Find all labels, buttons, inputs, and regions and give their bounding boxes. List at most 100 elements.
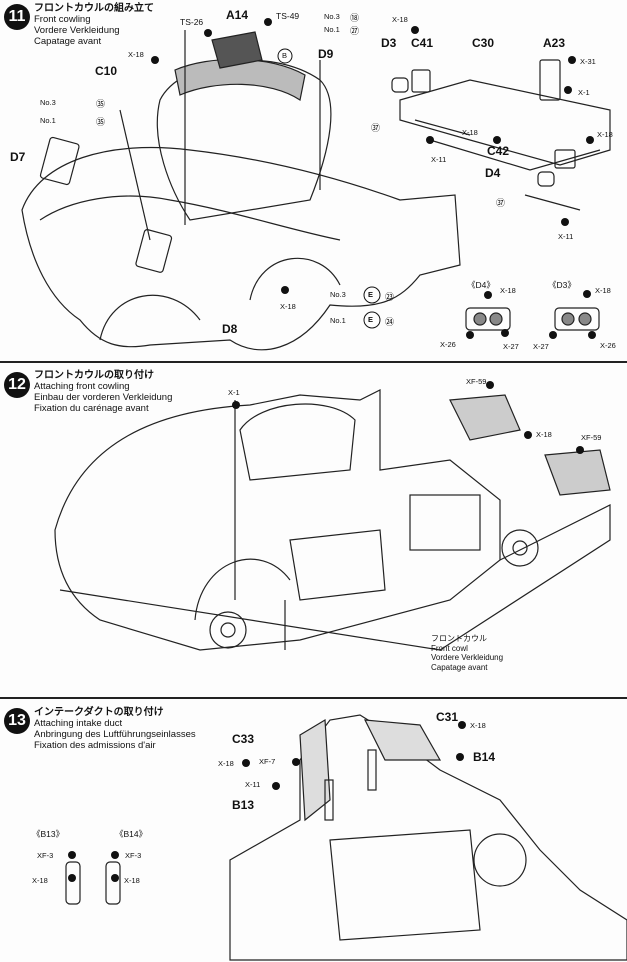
- step-title-fr: Fixation du carénage avant: [34, 403, 149, 414]
- screw-label: X-18: [32, 876, 48, 885]
- screw-icon: [568, 56, 576, 64]
- step-title-de: Einbau der vorderen Verkleidung: [34, 392, 173, 403]
- step-title-block: フロントカウルの組み立て Front cowling Vordere Verkl…: [34, 3, 154, 47]
- part-label: C31: [436, 710, 459, 724]
- part-c42-unit: [554, 149, 576, 169]
- paint-label: No.1: [40, 116, 56, 125]
- screw-label: X-18: [462, 128, 478, 137]
- part-label: A23: [543, 36, 566, 50]
- screw-icon: [411, 26, 419, 34]
- part-label: C30: [472, 36, 495, 50]
- front-cowl-outline: [21, 147, 461, 351]
- screw-icon: [588, 331, 596, 339]
- step-title-de: Anbringung des Luftführungseinlasses: [34, 729, 196, 740]
- screw-label: X-1: [228, 388, 240, 397]
- mark-letter: E: [368, 290, 374, 299]
- step-title-en: Front cowling: [34, 14, 91, 25]
- cockpit-outline: [239, 403, 356, 481]
- callout-caption: フロントカウル Front cowl Vordere Verkleidung C…: [431, 634, 503, 672]
- screw-icon: [68, 851, 76, 859]
- mark-letter: B: [282, 51, 288, 60]
- screw-icon: [111, 851, 119, 859]
- screw-label: X-1: [578, 88, 590, 97]
- mark-circle: [277, 48, 293, 64]
- screw-icon: [68, 874, 76, 882]
- screw-icon: [501, 329, 509, 337]
- screw-icon: [484, 291, 492, 299]
- detail-d3-plate: [554, 307, 600, 331]
- part-label: B14: [473, 750, 496, 764]
- rear-wheel-hub: [512, 540, 528, 556]
- paint-number: ㊲: [371, 123, 381, 133]
- part-label: D9: [318, 47, 334, 61]
- engine-detail: [289, 529, 386, 601]
- section-divider: [0, 361, 627, 363]
- paint-label: XF-3: [37, 851, 54, 860]
- step-title-de: Vordere Verkleidung: [34, 25, 120, 36]
- step-number-badge: 13: [4, 708, 30, 734]
- mark-circle: [363, 286, 381, 304]
- screw-icon: [524, 431, 532, 439]
- detail-title: 《D3》: [548, 280, 576, 290]
- caption-fr: Capatage avant: [431, 662, 488, 672]
- air-intake-a14: [211, 31, 263, 69]
- front-wheel: [209, 611, 247, 649]
- screw-icon: [281, 286, 289, 294]
- step-title-jp: フロントカウルの取り付け: [34, 370, 154, 381]
- part-label: D4: [485, 166, 501, 180]
- stay-bar: [414, 119, 471, 136]
- step-title-en: Attaching front cowling: [34, 381, 130, 392]
- detail-d4-hole: [489, 312, 503, 326]
- screw-icon: [232, 401, 240, 409]
- screw-label: TS-49: [276, 11, 300, 21]
- paint-number: ㉓: [385, 292, 395, 302]
- wheel-arch-rear: [249, 257, 341, 301]
- detail-title: 《D4》: [467, 280, 495, 290]
- screw-label: TS-26: [180, 17, 204, 27]
- caption-jp: フロントカウル: [431, 634, 487, 643]
- step-title-block: インテークダクトの取り付け Attaching intake duct Anbr…: [34, 707, 196, 751]
- screw-icon: [576, 446, 584, 454]
- rear-wing-lower: [429, 139, 601, 171]
- step-title-block: フロントカウルの取り付け Attaching front cowling Ein…: [34, 370, 172, 414]
- detail-d4-plate: [465, 307, 511, 331]
- screw-icon: [111, 874, 119, 882]
- paint-number: ㉗: [350, 26, 360, 36]
- front-wheel-arch: [194, 558, 291, 621]
- step-title-jp: フロントカウルの組み立て: [34, 3, 154, 14]
- detail-d4-hole: [473, 312, 487, 326]
- detail-d3-hole: [561, 312, 575, 326]
- step-number-badge: 11: [4, 4, 30, 30]
- floor-panel: [59, 504, 611, 651]
- part-c41-unit: [411, 69, 431, 93]
- screw-icon: [586, 136, 594, 144]
- paint-number: ㉔: [385, 317, 395, 327]
- paint-number: ⑱: [350, 13, 360, 23]
- screw-label: X-18: [280, 302, 296, 311]
- side-panel: [409, 494, 481, 551]
- detail-b13-tube: [65, 861, 81, 905]
- step-title-fr: Capatage avant: [34, 36, 102, 47]
- wheel-outline: [473, 833, 527, 887]
- part-label: D3: [381, 36, 397, 50]
- cowl-inner-line: [39, 195, 341, 241]
- pipe-b14: [367, 749, 377, 791]
- screw-icon: [456, 753, 464, 761]
- screw-icon: [466, 331, 474, 339]
- screw-label: X-18: [470, 721, 486, 730]
- part-label: D8: [222, 322, 238, 336]
- part-a23-unit: [539, 59, 561, 101]
- screw-icon: [204, 29, 212, 37]
- windshield-strip: [174, 58, 306, 101]
- part-label: C33: [232, 732, 255, 746]
- screw-label: X-18: [392, 15, 408, 24]
- step-number-badge: 12: [4, 372, 30, 398]
- screw-label: X-31: [580, 57, 596, 66]
- paint-label: XF-59: [466, 377, 487, 386]
- screw-icon: [561, 218, 569, 226]
- mark-letter: E: [368, 315, 374, 324]
- detail-title: 《B13》: [32, 829, 65, 839]
- paint-label: No.3: [324, 12, 340, 21]
